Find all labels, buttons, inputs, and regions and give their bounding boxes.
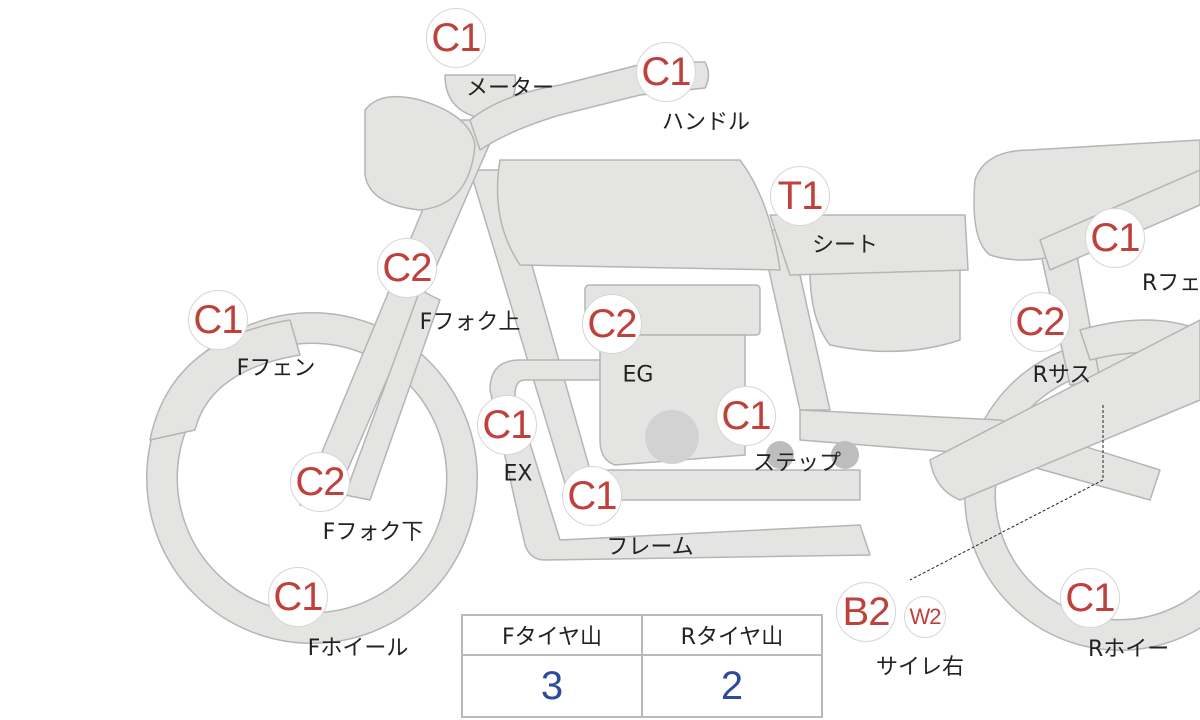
part-label: Fフォク上 [419, 310, 521, 335]
grade-badge: C2 [1010, 292, 1070, 352]
part-label: Fホイール [307, 636, 409, 661]
grade-badge: B2 [836, 582, 896, 642]
part-label: フレーム [606, 535, 694, 560]
f-tire-header: Fタイヤ山 [461, 614, 643, 656]
part-label: Fフォク下 [322, 520, 424, 545]
grade-badge: C1 [477, 395, 537, 455]
part-label: EX [503, 461, 533, 487]
grade-badge: C1 [716, 386, 776, 446]
grade-badge: C1 [636, 42, 696, 102]
part-label: Rサス [1032, 363, 1092, 388]
part-label: EG [622, 362, 654, 388]
part-label: メーター [465, 76, 555, 101]
grade-badge: C1 [562, 466, 622, 526]
tire-tread-table: Fタイヤ山 Rタイヤ山 3 2 [461, 614, 823, 718]
part-label: ステップ [752, 451, 842, 476]
part-label: ハンドル [661, 110, 751, 135]
grade-badge: C1 [188, 290, 248, 350]
grade-badge: C1 [1060, 568, 1120, 628]
grade-badge: C1 [268, 567, 328, 627]
grade-badge: C2 [377, 238, 437, 298]
grade-badge-secondary: W2 [904, 596, 946, 638]
part-label: Rフェ [1142, 271, 1200, 296]
r-tire-value: 2 [641, 654, 823, 718]
part-label: Rホイー [1088, 637, 1170, 662]
grade-badge: T1 [770, 166, 830, 226]
r-tire-header: Rタイヤ山 [641, 614, 823, 656]
grade-badge: C1 [426, 8, 486, 68]
grade-badge: C1 [1085, 208, 1145, 268]
grade-badge: C2 [582, 294, 642, 354]
part-label: サイレ右 [875, 655, 965, 680]
part-label: Fフェン [236, 356, 316, 381]
grade-badge: C2 [290, 452, 350, 512]
f-tire-value: 3 [461, 654, 643, 718]
part-label: シート [811, 233, 879, 258]
